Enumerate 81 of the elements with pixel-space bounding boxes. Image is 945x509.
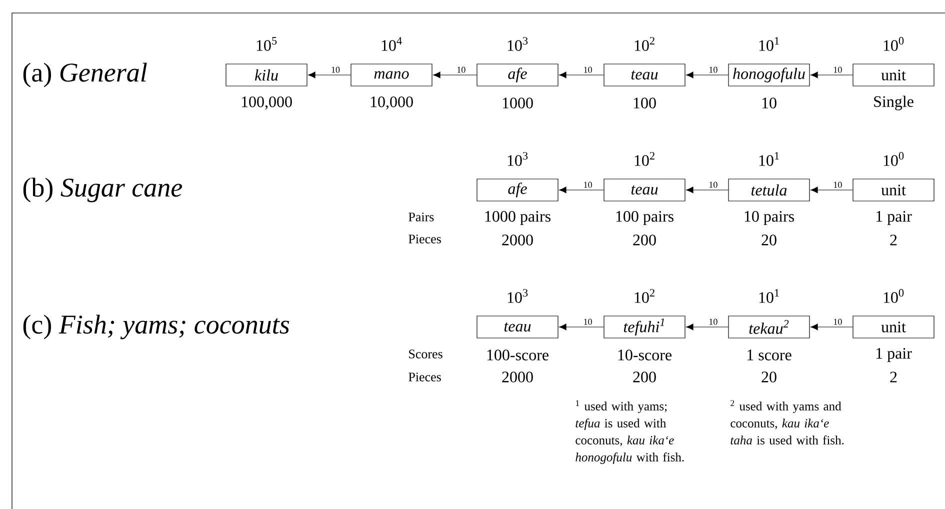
value-label: 10 pairs: [744, 210, 794, 226]
edge-label: 10: [834, 182, 842, 188]
footnote: $^{1}$ used with yams; tefua is used with coconuts, kau ika‘e honogofulu with fish.: [576, 400, 684, 464]
arrow: [686, 72, 728, 78]
value-label: 10: [762, 98, 776, 108]
power-label: 10$^{1}$: [759, 289, 779, 303]
term-box: mano: [350, 64, 432, 86]
arrow: [686, 324, 728, 330]
edge-label: 10: [709, 182, 718, 188]
edge-label: 10: [584, 318, 592, 325]
power-label: 10$^{1}$: [759, 152, 779, 166]
value-label: 200: [633, 372, 656, 382]
arrow: [559, 324, 604, 330]
value-label: 10,000: [370, 96, 413, 110]
value-label: 1000 pairs: [485, 210, 550, 226]
power-label: 10$^{3}$: [508, 152, 528, 166]
term-box: honogofulu: [728, 64, 810, 86]
row-label: Pieces: [408, 234, 441, 244]
edge-label: 10: [584, 66, 592, 73]
arrow: [559, 186, 604, 194]
value-label: 100,000: [242, 96, 292, 110]
term-box: unit: [852, 316, 934, 338]
edge-label: 10: [332, 66, 340, 73]
row-label: Pieces: [408, 372, 441, 382]
row-title: (a) General: [23, 62, 147, 88]
value-label: 1 score: [748, 350, 792, 360]
term-box: teau: [476, 316, 558, 338]
power-label: 10$^{0}$: [884, 37, 904, 51]
term-box: teau: [604, 64, 686, 86]
power-label: 10$^{0}$: [884, 152, 904, 166]
arrow: [686, 186, 728, 194]
value-label: 200: [633, 234, 656, 246]
value-label: 10-score: [618, 350, 672, 360]
power-label: 10$^{5}$: [256, 37, 277, 51]
arrow: [308, 72, 351, 78]
power-label: 10$^{4}$: [382, 37, 402, 51]
value-label: 2000: [502, 234, 533, 246]
arrow: [810, 186, 853, 194]
term-box: teau: [604, 178, 686, 202]
row-title: (c) Fish; yams; coconuts: [23, 314, 290, 340]
term-box: afe: [476, 178, 558, 202]
term-box: tetula: [728, 178, 810, 202]
power-label: 10$^{1}$: [759, 37, 779, 51]
power-label: 10$^{2}$: [634, 289, 654, 303]
term-box: unit: [852, 178, 934, 202]
value-label: 100: [634, 98, 656, 108]
value-label: 20: [762, 372, 776, 382]
power-label: 10$^{2}$: [634, 152, 654, 166]
edge-label: 10: [834, 66, 842, 73]
arrow: [810, 72, 853, 78]
value-label: 20: [762, 234, 776, 246]
term-box: tekau$^{2}$: [728, 316, 810, 338]
edge-label: 10: [834, 318, 842, 325]
power-label: 10$^{3}$: [508, 289, 528, 303]
value-label: 2: [890, 372, 897, 382]
power-label: 10$^{3}$: [508, 37, 528, 51]
edge-label: 10: [584, 182, 592, 188]
value-label: 1 pair: [876, 348, 912, 362]
term-box: unit: [852, 64, 934, 86]
power-label: 10$^{0}$: [884, 289, 904, 303]
value-label: 100-score: [487, 350, 548, 360]
value-label: 1000: [502, 98, 533, 108]
value-label: 100 pairs: [616, 210, 674, 226]
arrow: [433, 72, 477, 78]
edge-label: 10: [709, 66, 718, 73]
power-label: 10$^{2}$: [634, 37, 654, 51]
footnote: $^{2}$ used with yams and coconuts, kau ika‘e taha is used with fish.: [730, 400, 844, 445]
row-label: Scores: [409, 350, 442, 358]
row-title: (b) Sugar cane: [23, 178, 182, 202]
value-label: 2000: [502, 372, 533, 382]
value-label: Single: [874, 96, 914, 110]
term-box: kilu: [226, 64, 308, 86]
value-label: 2: [890, 234, 897, 246]
arrow: [810, 324, 853, 330]
term-box: afe: [476, 64, 558, 86]
row-label: Pairs: [408, 212, 434, 222]
term-box: tefuhi$^{1}$: [604, 316, 686, 338]
arrow: [559, 72, 604, 78]
value-label: 1 pair: [876, 211, 912, 225]
edge-label: 10: [457, 66, 466, 73]
edge-label: 10: [709, 318, 718, 325]
